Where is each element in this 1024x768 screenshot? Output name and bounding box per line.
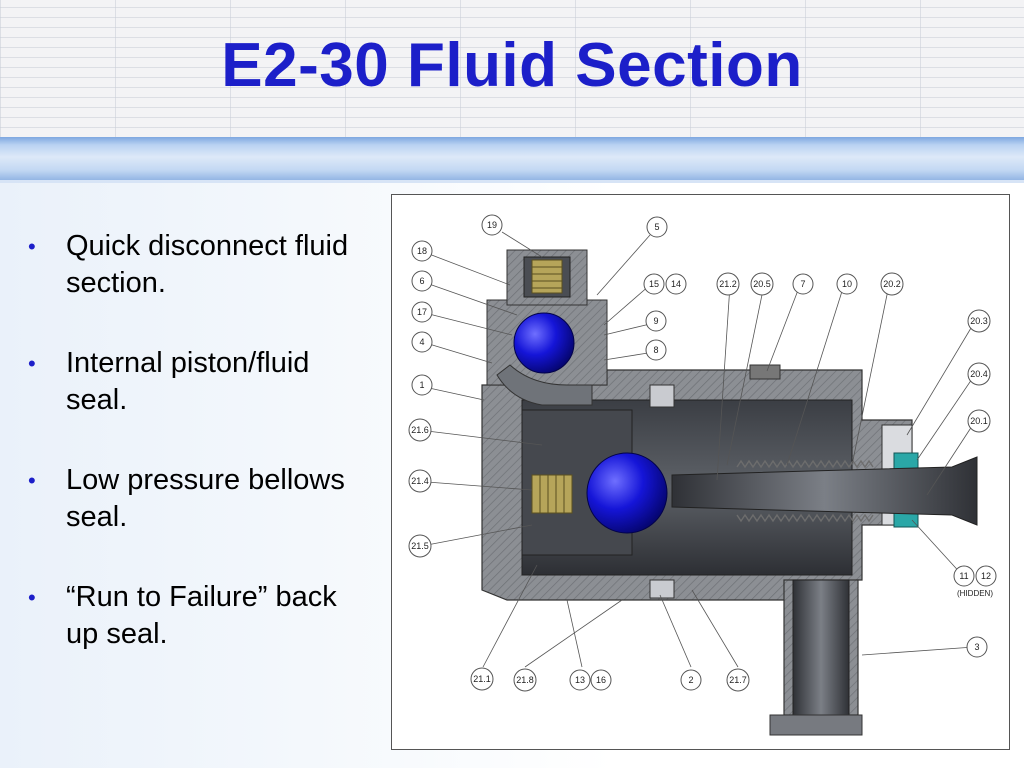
callout-13: 13 [569,669,591,691]
callout-20-3: 20.3 [967,309,991,333]
svg-text:20.4: 20.4 [970,369,988,379]
bullet-list: • Quick disconnect fluid section. • Intern… [28,228,373,696]
callout-21-8: 21.8 [513,668,537,692]
callout-4: 4 [411,331,433,353]
lower-check-ball [586,452,668,534]
svg-text:20.5: 20.5 [753,279,771,289]
callout-7: 7 [792,273,814,295]
bullet-icon: • [28,468,36,493]
svg-text:21.6: 21.6 [411,425,429,435]
callout-20-4: 20.4 [967,362,991,386]
callout-15: 15 [643,273,665,295]
callout-19: 19 [481,214,503,236]
callout-3: 3 [966,636,988,658]
svg-text:19: 19 [487,220,497,230]
slide-title: E2-30 Fluid Section [221,31,803,100]
callout-21-5: 21.5 [408,534,432,558]
callout-17: 17 [411,301,433,323]
callout-20-5: 20.5 [750,272,774,296]
title-divider-bar [0,137,1024,181]
upper-check-ball [513,312,575,374]
hidden-note: (HIDDEN) [957,589,993,598]
svg-text:16: 16 [596,675,606,685]
svg-text:6: 6 [419,276,424,286]
bullet-item: • “Run to Failure” back up seal. [28,579,373,653]
bullet-text: “Run to Failure” back up seal. [66,581,337,650]
svg-text:21.4: 21.4 [411,476,429,486]
callout-21-6: 21.6 [408,418,432,442]
svg-text:9: 9 [653,316,658,326]
bullet-item: • Quick disconnect fluid section. [28,228,373,302]
svg-text:1: 1 [419,380,424,390]
svg-text:3: 3 [974,642,979,652]
housing [481,249,978,736]
callout-20-1: 20.1 [967,409,991,433]
fluid-section-cutaway-figure: 19 5 18 6 17 4 1 15 14 9 8 21.2 20.5 7 1… [391,194,1010,750]
svg-text:2: 2 [688,675,693,685]
bullet-icon: • [28,351,36,376]
svg-text:21.7: 21.7 [729,675,747,685]
svg-text:14: 14 [671,279,681,289]
svg-text:20.3: 20.3 [970,316,988,326]
bullet-item: • Low pressure bellows seal. [28,462,373,536]
divider-edge [0,180,1024,183]
callout-6: 6 [411,270,433,292]
svg-text:13: 13 [575,675,585,685]
svg-text:20.2: 20.2 [883,279,901,289]
callout-8: 8 [645,339,667,361]
svg-text:8: 8 [653,345,658,355]
svg-text:20.1: 20.1 [970,416,988,426]
svg-text:10: 10 [842,279,852,289]
callout-5: 5 [646,216,668,238]
svg-text:17: 17 [417,307,427,317]
svg-text:5: 5 [654,222,659,232]
svg-text:18: 18 [417,246,427,256]
bullet-icon: • [28,234,36,259]
callout-11: 11 [953,565,975,587]
bullet-item: • Internal piston/fluid seal. [28,345,373,419]
svg-text:7: 7 [800,279,805,289]
callout-12: 12 [975,565,997,587]
callout-1: 1 [411,374,433,396]
cutaway-drawing: 19 5 18 6 17 4 1 15 14 9 8 21.2 20.5 7 1… [408,214,997,736]
callout-21-7: 21.7 [726,668,750,692]
callout-20-2: 20.2 [880,272,904,296]
svg-text:21.5: 21.5 [411,541,429,551]
bullet-icon: • [28,585,36,610]
callout-10: 10 [836,273,858,295]
callout-21-2: 21.2 [716,272,740,296]
callout-16: 16 [590,669,612,691]
callout-21-4: 21.4 [408,469,432,493]
svg-text:21.1: 21.1 [473,674,491,684]
svg-text:21.2: 21.2 [719,279,737,289]
svg-text:21.8: 21.8 [516,675,534,685]
svg-text:11: 11 [959,571,968,581]
bullet-text: Internal piston/fluid seal. [66,347,310,416]
svg-text:4: 4 [419,337,424,347]
svg-text:15: 15 [649,279,659,289]
callout-9: 9 [645,310,667,332]
callout-14: 14 [665,273,687,295]
svg-text:12: 12 [981,571,991,581]
bullet-text: Quick disconnect fluid section. [66,230,349,299]
header-band [0,0,1024,138]
bullet-text: Low pressure bellows seal. [66,464,345,533]
callout-2: 2 [680,669,702,691]
callout-21-1: 21.1 [470,667,494,691]
callout-18: 18 [411,240,433,262]
